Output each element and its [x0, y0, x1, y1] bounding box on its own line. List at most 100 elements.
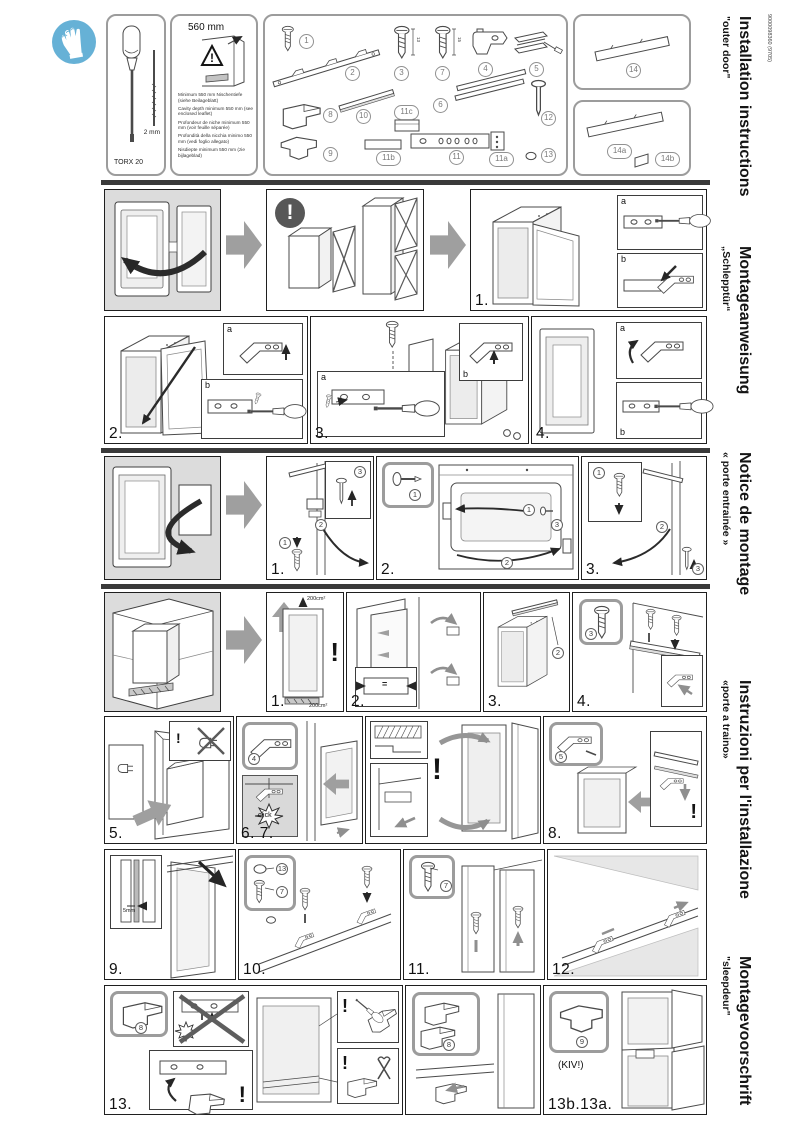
torx-label: TORX 20	[114, 159, 144, 166]
exclamation-mark: !	[330, 637, 339, 667]
wear-gloves-badge	[52, 20, 96, 64]
centering-illustration	[356, 677, 416, 695]
corner-detail-illustration	[378, 768, 422, 830]
step-6-7-panel: 4 click 6. 7.	[236, 716, 363, 844]
torx-screwdriver-illustration	[122, 25, 157, 142]
exclamation-mark: !	[690, 801, 697, 823]
step-4-inset-a: a	[616, 322, 702, 379]
inset-letter: a	[227, 324, 233, 334]
part-label-10: 10	[356, 109, 371, 124]
click-label: click	[258, 812, 272, 819]
separator-bar-1	[101, 180, 710, 185]
built-in-illustration	[112, 598, 214, 710]
step-13b-13a-panel: 9 (KIV!) 13b.13a.	[543, 985, 707, 1115]
step-number: 8.	[548, 825, 562, 842]
step-8-panel: 5 ! 8.	[543, 716, 707, 844]
note-it: Profondità della nicchia minimo 550 mm (…	[178, 133, 252, 144]
ref-7: 7	[440, 880, 452, 892]
step-10-part-callout: 13 7	[244, 855, 296, 911]
part-label-6: 6	[433, 98, 448, 113]
part-label-3: 3	[394, 66, 409, 81]
step-13-panel: 8 ! ! !	[104, 985, 403, 1119]
step-d1-panel: 200cm² 200cm² ! 1.	[266, 592, 344, 712]
step-number: 2.	[109, 425, 123, 442]
gap-illustration	[120, 859, 156, 923]
ref-2: 2	[501, 557, 513, 569]
title-nl: Montagevoorschrift	[736, 956, 753, 1106]
ref-9: 9	[576, 1036, 588, 1048]
step-4-panel: a b 4.	[531, 316, 715, 444]
part-label-8: 8	[323, 108, 338, 123]
step-c3-inset: 1	[588, 462, 642, 522]
step-d3-panel: 2 3.	[483, 592, 570, 712]
kiv-label: (KIV!)	[558, 1060, 584, 1071]
sliding-door-illustration	[112, 466, 212, 568]
subtitle-it: «porte a traino»	[720, 680, 732, 759]
kiv-part-callout: 9	[549, 991, 609, 1053]
title-block-nl: Montagevoorschrift "sleepdeur"	[720, 956, 753, 1105]
title-block-de: Montageanweisung „Schlepptür“	[720, 246, 753, 394]
niche-width-label: 560 mm	[188, 22, 225, 33]
inset-illustration	[336, 477, 357, 506]
ref-7: 7	[276, 886, 288, 898]
rail-detail-illustration	[653, 751, 699, 801]
ref-1: 1	[523, 504, 535, 516]
inset-letter: b	[621, 254, 627, 264]
vent-area-top-label: 200cm²	[307, 596, 326, 602]
inset-a-illustration	[323, 389, 442, 418]
ref-3: 3	[585, 628, 597, 640]
step-12-panel: 12.	[547, 849, 707, 980]
title-block-en: Installation instructions "outer door"	[720, 16, 753, 196]
step-13b-illustration	[621, 989, 705, 1111]
step-8-rail-inset: !	[650, 731, 702, 827]
step-11-panel: 7 11.	[403, 849, 545, 980]
note-de: Minimum 550 mm Nischentiefe (siehe Beila…	[178, 92, 243, 103]
panel-tools: 2 mm TORX 20	[106, 14, 166, 176]
click-illustration	[245, 778, 293, 830]
ref-3: 3	[354, 466, 366, 478]
ref-2: 2	[552, 647, 564, 659]
step-number: 9.	[109, 961, 123, 978]
inset-a-illustration	[239, 342, 291, 364]
panel-built-in-overview	[104, 592, 221, 712]
part-label-14b: 14b	[655, 152, 680, 167]
cover-part-callout: 8	[412, 992, 480, 1056]
panel-door-alignment-warning: !	[365, 716, 541, 844]
wrong-mounting-illustration	[287, 197, 418, 301]
doc-number: 9000098360 (9705)	[766, 14, 772, 63]
step-4-inset-b: b	[616, 382, 715, 439]
note-fr: Profondeur de niche minimum 550 mm (voir…	[178, 119, 250, 131]
step-11-part-callout: 7	[409, 855, 455, 899]
inset-b-illustration	[469, 342, 513, 364]
step-c3-panel: 1 2 3 3.	[581, 456, 707, 580]
part-label-13: 13	[541, 148, 556, 163]
part-label-9: 9	[323, 147, 338, 162]
inset-letter: b	[205, 380, 211, 390]
exclamation-mark: !	[432, 753, 442, 786]
subtitle-fr: « porte entrainée »	[720, 452, 732, 546]
step-1-door-panel: a b 1.	[470, 189, 713, 311]
separator-bar-3	[101, 584, 710, 589]
part-label-5: 5	[529, 62, 544, 77]
step-9-illustration	[166, 855, 237, 979]
step-13-top-tool-inset: !	[337, 991, 401, 1043]
note-en: Cavity depth minimum 550 mm (see enclose…	[178, 105, 254, 117]
step-d3-illustration	[497, 599, 559, 687]
niche-depth-illustration: !	[200, 35, 245, 87]
exclamation-mark: !	[342, 996, 348, 1016]
screw3-length: 13	[416, 37, 421, 43]
hinge-release-illustration	[159, 1060, 227, 1119]
step-number: 1.	[271, 693, 285, 710]
ref-2: 2	[315, 519, 327, 531]
corner-detail-inset	[370, 763, 428, 837]
step-7-click-inset: click	[242, 775, 298, 837]
step-number: 6. 7.	[241, 825, 274, 842]
step-number: 3.	[488, 693, 502, 710]
step-13-wrong-action-inset	[173, 991, 249, 1047]
part-label-14: 14	[626, 63, 641, 78]
exclamation-mark: !	[176, 730, 181, 746]
step-number: 3.	[315, 425, 329, 442]
separator-bar-2	[101, 448, 710, 453]
pin-part-illustration	[392, 472, 423, 486]
wall-section-inset	[370, 721, 428, 759]
